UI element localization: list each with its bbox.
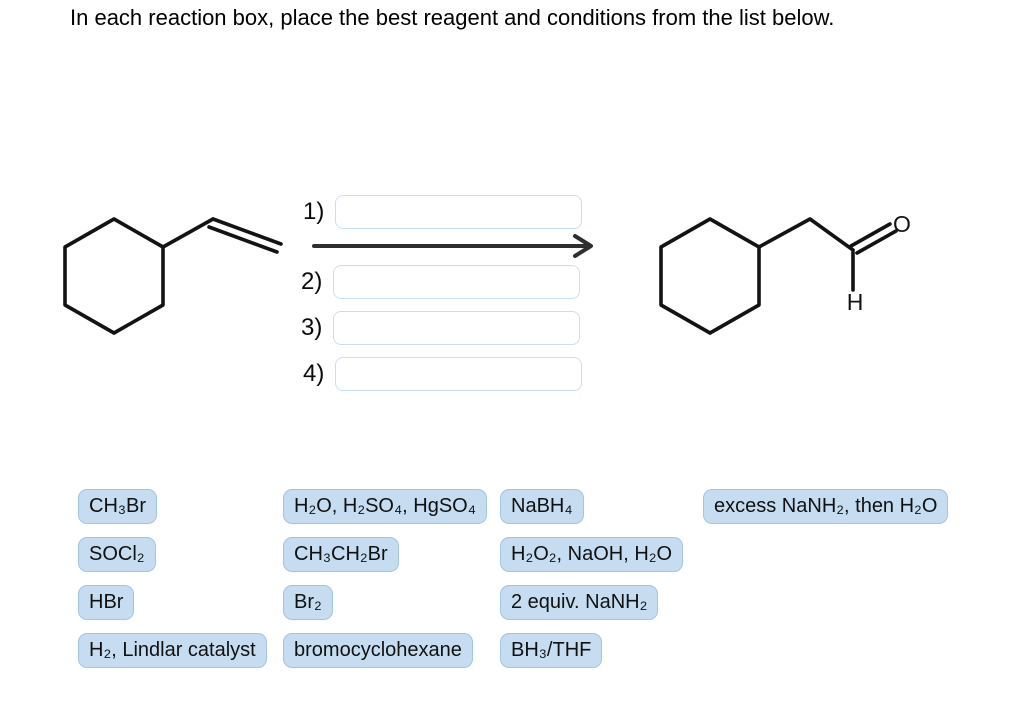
reaction-step-1: 1): [303, 195, 582, 229]
reagent-column-3: NaBH₄ H₂O₂, NaOH, H₂O 2 equiv. NaNH₂ BH₃…: [500, 489, 684, 668]
step-4-label: 4): [303, 360, 325, 387]
reagent-chip-br2[interactable]: Br₂: [283, 585, 333, 620]
ch2-bond: [757, 217, 855, 252]
reagent-chip-h2-lindlar-catalyst[interactable]: H₂, Lindlar catalyst: [78, 633, 267, 668]
problem-title: In each reaction box, place the best rea…: [70, 5, 835, 30]
reagent-column-2: H₂O, H₂SO₄, HgSO₄ CH₃CH₂Br Br₂ bromocycl…: [283, 489, 487, 668]
step-4-input[interactable]: [335, 357, 582, 391]
reagent-chip-ch3br[interactable]: CH₃Br: [78, 489, 158, 524]
reagent-chip-bromocyclohexane[interactable]: bromocyclohexane: [283, 633, 473, 668]
reagent-chip-2-equiv-nanh2[interactable]: 2 equiv. NaNH₂: [500, 585, 659, 620]
cyclohexane-ring: [659, 217, 761, 335]
reagent-chip-bh3-thf[interactable]: BH₃/THF: [500, 633, 603, 668]
hydrogen-label: H: [847, 289, 864, 315]
vinyl-double-bond: [207, 217, 283, 254]
reagent-column-4: excess NaNH₂, then H₂O: [703, 489, 949, 524]
reagent-column-1: CH₃Br SOCl₂ HBr H₂, Lindlar catalyst: [78, 489, 267, 668]
reagent-chip-excess-nanh2-then-h2o[interactable]: excess NaNH₂, then H₂O: [703, 489, 949, 524]
reactant-structure: [63, 217, 283, 335]
step-3-label: 3): [301, 314, 323, 341]
carbonyl-double-bond: [849, 222, 898, 255]
reagent-chip-h2o-h2so4-hgso4[interactable]: H₂O, H₂SO₄, HgSO₄: [283, 489, 487, 524]
reagent-chip-hbr[interactable]: HBr: [78, 585, 135, 620]
reaction-arrow: [312, 234, 593, 258]
reagent-chip-ch3ch2br[interactable]: CH₃CH₂Br: [283, 537, 399, 572]
reagent-chip-h2o2-naoh-h2o[interactable]: H₂O₂, NaOH, H₂O: [500, 537, 684, 572]
product-structure: O H: [659, 211, 911, 335]
step-1-input[interactable]: [335, 195, 582, 229]
reaction-step-2: 2): [301, 265, 580, 299]
reagent-chip-nabh4[interactable]: NaBH₄: [500, 489, 584, 524]
single-bond: [161, 217, 215, 249]
reaction-step-3: 3): [301, 311, 580, 345]
step-2-input[interactable]: [333, 265, 580, 299]
reagent-chip-socl2[interactable]: SOCl₂: [78, 537, 156, 572]
step-1-label: 1): [303, 198, 325, 225]
oxygen-label: O: [893, 211, 911, 237]
reaction-step-4: 4): [303, 357, 582, 391]
step-2-label: 2): [301, 268, 323, 295]
cyclohexane-ring: [63, 217, 165, 335]
step-3-input[interactable]: [333, 311, 580, 345]
